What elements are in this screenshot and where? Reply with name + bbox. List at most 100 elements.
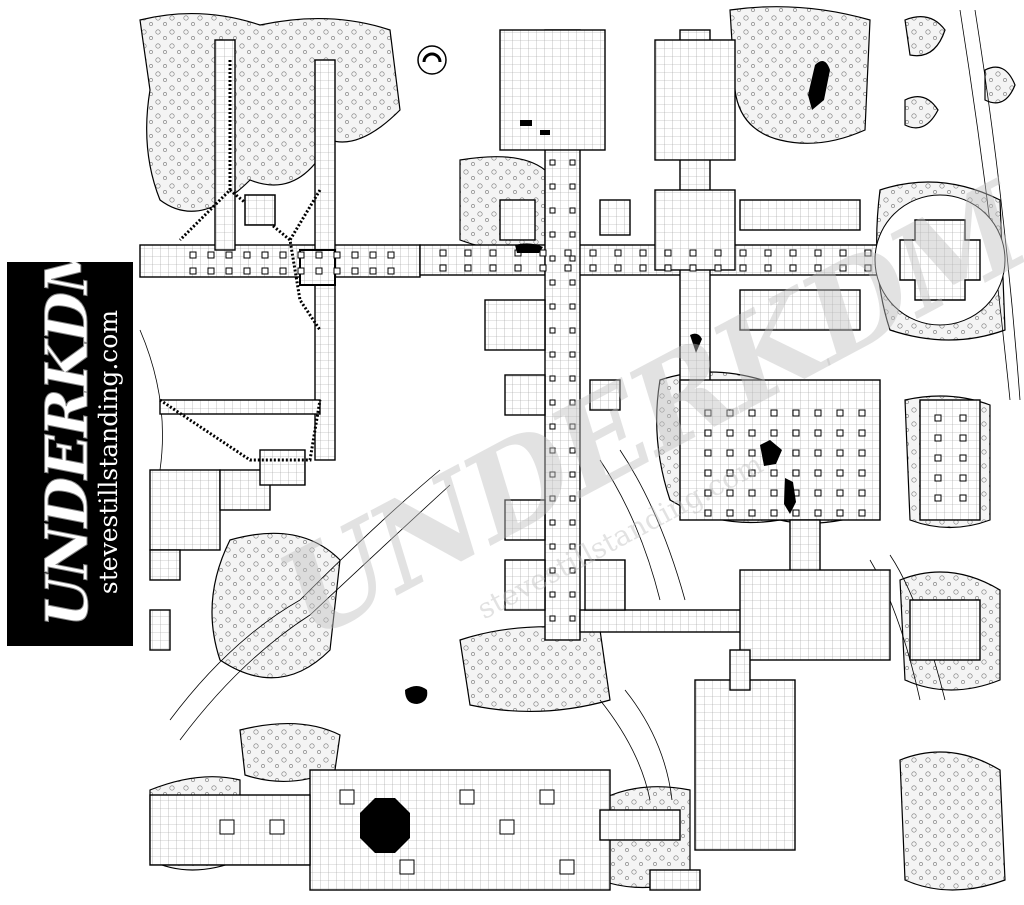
pillar <box>569 183 576 190</box>
pillar <box>549 447 556 454</box>
pillar <box>261 251 269 259</box>
pillar <box>549 543 556 550</box>
pillar <box>714 264 722 272</box>
pillar <box>814 264 822 272</box>
pillar <box>770 489 778 497</box>
pillar <box>814 249 822 257</box>
pillar <box>243 267 251 275</box>
pillar <box>714 249 722 257</box>
pillar <box>333 267 341 275</box>
pillar <box>792 469 800 477</box>
pillar <box>726 469 734 477</box>
pillar <box>789 264 797 272</box>
pillar <box>559 859 575 875</box>
pillar <box>297 251 305 259</box>
pillar <box>934 434 942 442</box>
pillar <box>351 251 359 259</box>
pillar <box>569 543 576 550</box>
pillar <box>243 251 251 259</box>
pillar <box>836 509 844 517</box>
pillar <box>225 267 233 275</box>
pillar <box>789 249 797 257</box>
portal-icon <box>417 45 447 75</box>
pillar <box>814 469 822 477</box>
pillar <box>569 591 576 598</box>
pillar <box>748 449 756 457</box>
pillar <box>704 509 712 517</box>
pillar <box>439 264 447 272</box>
pillars <box>189 159 967 875</box>
pillar <box>726 509 734 517</box>
pillar <box>858 409 866 417</box>
pillar <box>664 264 672 272</box>
pillar <box>549 351 556 358</box>
pillar <box>464 264 472 272</box>
pillar <box>269 819 285 835</box>
pillar <box>839 264 847 272</box>
pillar <box>225 251 233 259</box>
pillar <box>569 615 576 622</box>
pillar <box>739 249 747 257</box>
pillar <box>934 454 942 462</box>
pillar <box>297 267 305 275</box>
pillar <box>614 249 622 257</box>
pillar <box>704 449 712 457</box>
pillar <box>839 249 847 257</box>
logo-banner: UNDERKDM stevestillstanding.com <box>7 262 133 646</box>
pillar <box>959 434 967 442</box>
pillar <box>564 249 572 257</box>
pillar <box>864 264 872 272</box>
pillar <box>189 251 197 259</box>
pillar <box>959 474 967 482</box>
pillar <box>207 251 215 259</box>
pillar <box>770 509 778 517</box>
pillar <box>614 264 622 272</box>
pillar <box>387 267 395 275</box>
pillar <box>489 264 497 272</box>
pillar <box>564 264 572 272</box>
tunnel-lines <box>139 9 1021 801</box>
pillar <box>589 249 597 257</box>
pillar <box>770 429 778 437</box>
circular-plaza <box>874 194 1006 326</box>
pillar <box>770 469 778 477</box>
pillar <box>689 264 697 272</box>
pillar <box>726 429 734 437</box>
pillar <box>539 264 547 272</box>
pillar <box>569 519 576 526</box>
corridors <box>139 29 981 891</box>
pillar <box>569 231 576 238</box>
pillar <box>315 251 323 259</box>
logo-url: stevestillstanding.com <box>94 309 123 595</box>
pillar <box>549 591 556 598</box>
pillar <box>792 429 800 437</box>
pillar <box>858 469 866 477</box>
pillar <box>858 429 866 437</box>
pillar <box>549 495 556 502</box>
pillar <box>549 327 556 334</box>
pillar <box>639 264 647 272</box>
pillar <box>464 249 472 257</box>
pillar <box>814 409 822 417</box>
pits <box>360 61 830 853</box>
pillar <box>549 279 556 286</box>
pillar <box>934 474 942 482</box>
pillar <box>569 471 576 478</box>
pillar <box>333 251 341 259</box>
pillar <box>399 859 415 875</box>
pillar <box>569 375 576 382</box>
pillar <box>569 351 576 358</box>
pillar <box>279 267 287 275</box>
pillar <box>934 494 942 502</box>
pillar <box>569 399 576 406</box>
pillar <box>639 249 647 257</box>
pillar <box>351 267 359 275</box>
pillar <box>549 255 556 262</box>
pillar <box>189 267 197 275</box>
pillar <box>569 447 576 454</box>
pillar <box>814 509 822 517</box>
pillar <box>261 267 269 275</box>
pillar <box>569 303 576 310</box>
pillar <box>726 409 734 417</box>
pillar <box>792 409 800 417</box>
